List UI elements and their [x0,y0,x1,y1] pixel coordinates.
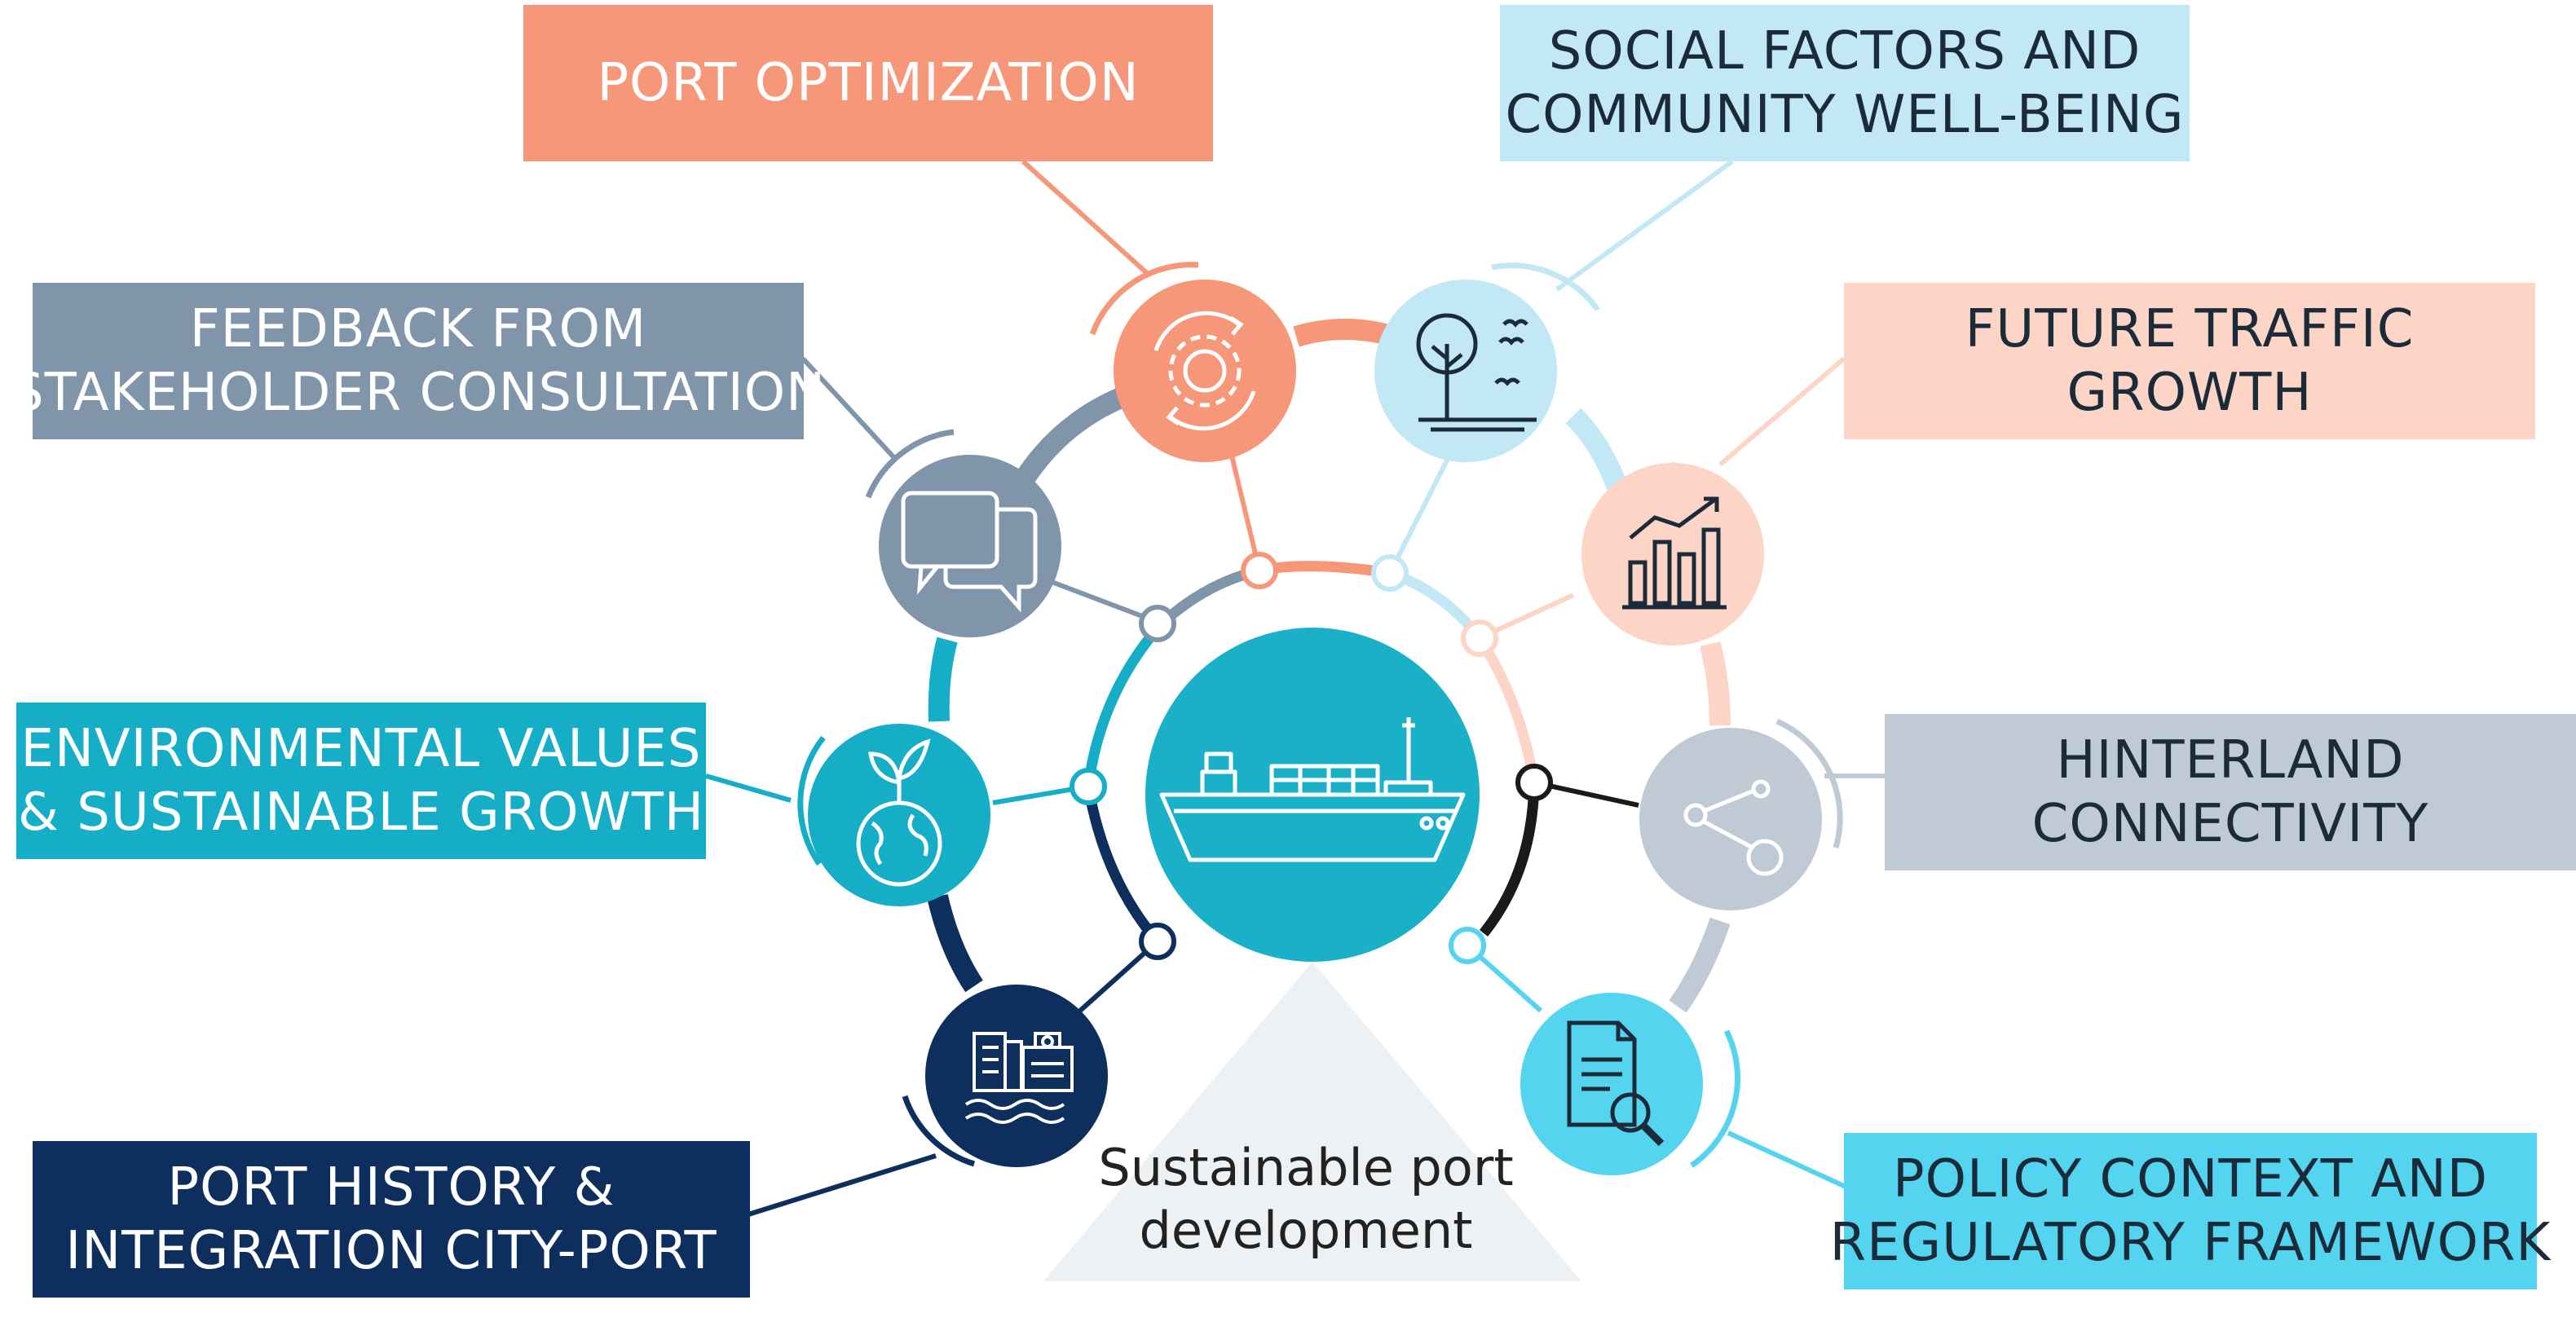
accent-optimization [1089,262,1199,336]
label-text-port-optimization: PORT OPTIMIZATION [597,51,1139,115]
label-text-port-history: PORT HISTORY & INTEGRATION CITY-PORT [65,1156,717,1283]
label-line: INTEGRATION CITY-PORT [65,1221,717,1281]
inner-arc-right-lower [1479,782,1540,937]
center-triangle [1043,962,1581,1281]
joint-line-optimization [1228,452,1262,571]
label-box-policy-context: POLICY CONTEXT AND REGULATORY FRAMEWORK [1830,1133,2550,1289]
ring-arc-traffic-hinterland [1700,641,1731,726]
circle-traffic [1581,463,1764,646]
network-nodes-icon [1683,779,1784,876]
joint-policy [1449,927,1486,964]
joint-environment [1070,768,1107,805]
label-text-environmental: ENVIRONMENTAL VALUES & SUSTAINABLE GROWT… [18,717,704,844]
label-text-stakeholder-feedback: FEEDBACK FROM STAKEHOLDER CONSULTATION [11,297,826,425]
connector-environment-box [705,773,792,803]
joint-history [1139,923,1176,960]
ring-arc-hinterland-policy [1669,917,1731,1013]
label-line: HINTERLAND [2056,729,2405,791]
joint-hinterland [1515,764,1553,801]
label-box-environmental: ENVIRONMENTAL VALUES & SUSTAINABLE GROWT… [16,703,706,859]
label-box-future-traffic: FUTURE TRAFFIC GROWTH [1844,283,2535,439]
ring-arc-social-traffic [1565,408,1629,493]
document-search-icon [1567,1020,1665,1147]
connector-stakeholder-box [801,356,899,463]
accent-stakeholder [865,429,955,499]
label-line: PORT OPTIMIZATION [597,52,1140,113]
ring-arc-optimization-social [1293,319,1397,347]
circle-social [1374,280,1557,462]
accent-environment [797,735,826,866]
ring-arc-stakeholder-environment [928,637,958,722]
label-text-policy-context: POLICY CONTEXT AND REGULATORY FRAMEWORK [1830,1148,2552,1275]
circle-hinterland [1639,728,1822,910]
label-line: FUTURE TRAFFIC [1965,298,2415,359]
label-box-hinterland: HINTERLAND CONNECTIVITY [1885,714,2576,870]
center-caption-line1: Sustainable port [1098,1138,1514,1197]
connector-social-box [1555,159,1734,292]
label-box-stakeholder-feedback: FEEDBACK FROM STAKEHOLDER CONSULTATION [11,283,825,439]
connector-traffic-box [1718,356,1846,467]
label-line: SOCIAL FACTORS AND [1548,20,2142,82]
plant-globe-icon [856,738,942,887]
accent-policy [1690,1029,1740,1168]
circle-history [925,985,1108,1167]
label-line: CONNECTIVITY [2031,794,2429,854]
label-line: PORT HISTORY & [167,1157,615,1218]
joint-stakeholder [1139,605,1176,642]
cargo-ship-icon [1159,717,1466,862]
joint-traffic [1461,619,1498,657]
label-box-social-factors: SOCIAL FACTORS AND COMMUNITY WELL-BEING [1500,5,2190,161]
label-text-social-factors: SOCIAL FACTORS AND COMMUNITY WELL-BEING [1505,20,2184,147]
label-line: GROWTH [2067,363,2313,423]
box-connectors [705,159,1886,1217]
label-line: FEEDBACK FROM [189,298,647,359]
label-line: ENVIRONMENTAL VALUES [20,718,702,779]
gear-cycle-icon [1153,311,1256,431]
city-waterfront-icon [964,1032,1074,1124]
center-caption: Sustainable port development [1045,1137,1567,1263]
label-line: & SUSTAINABLE GROWTH [17,782,705,843]
joint-social [1371,554,1409,592]
inner-arc-left-lower [1083,785,1162,945]
connector-optimization-box [1021,159,1150,276]
circle-environment [808,724,990,906]
label-box-port-optimization: PORT OPTIMIZATION [523,5,1213,161]
circle-optimization [1114,280,1296,462]
tree-birds-icon [1416,313,1537,432]
label-text-hinterland: HINTERLAND CONNECTIVITY [2032,729,2429,856]
accent-social [1491,262,1600,312]
label-line: STAKEHOLDER CONSULTATION [10,363,827,423]
joint-optimization [1241,552,1278,589]
label-box-port-history: PORT HISTORY & INTEGRATION CITY-PORT [33,1141,750,1298]
bar-chart-growth-icon [1622,496,1727,610]
accent-hinterland [1775,718,1843,848]
connector-history-box [748,1153,937,1217]
ring-arc-stakeholder-optimization [1014,388,1126,487]
ring-arc-environment-history [927,894,983,993]
label-text-future-traffic: FUTURE TRAFFIC GROWTH [1965,297,2415,425]
inner-arc-top [1258,561,1391,579]
joint-line-social [1387,451,1453,575]
center-caption-line2: development [1139,1200,1473,1260]
label-line: POLICY CONTEXT AND [1892,1148,2489,1210]
label-line: REGULATORY FRAMEWORK [1829,1213,2552,1273]
outer-ring [927,319,1731,1013]
inner-arc-left [1083,619,1166,787]
accent-history [902,1095,976,1167]
circle-stakeholder [879,455,1061,637]
inner-arc-right [1475,635,1540,784]
label-line: COMMUNITY WELL-BEING [1505,85,2185,145]
joint-circles [1070,552,1553,964]
speech-bubbles-icon [901,491,1038,613]
circle-policy [1520,993,1703,1175]
